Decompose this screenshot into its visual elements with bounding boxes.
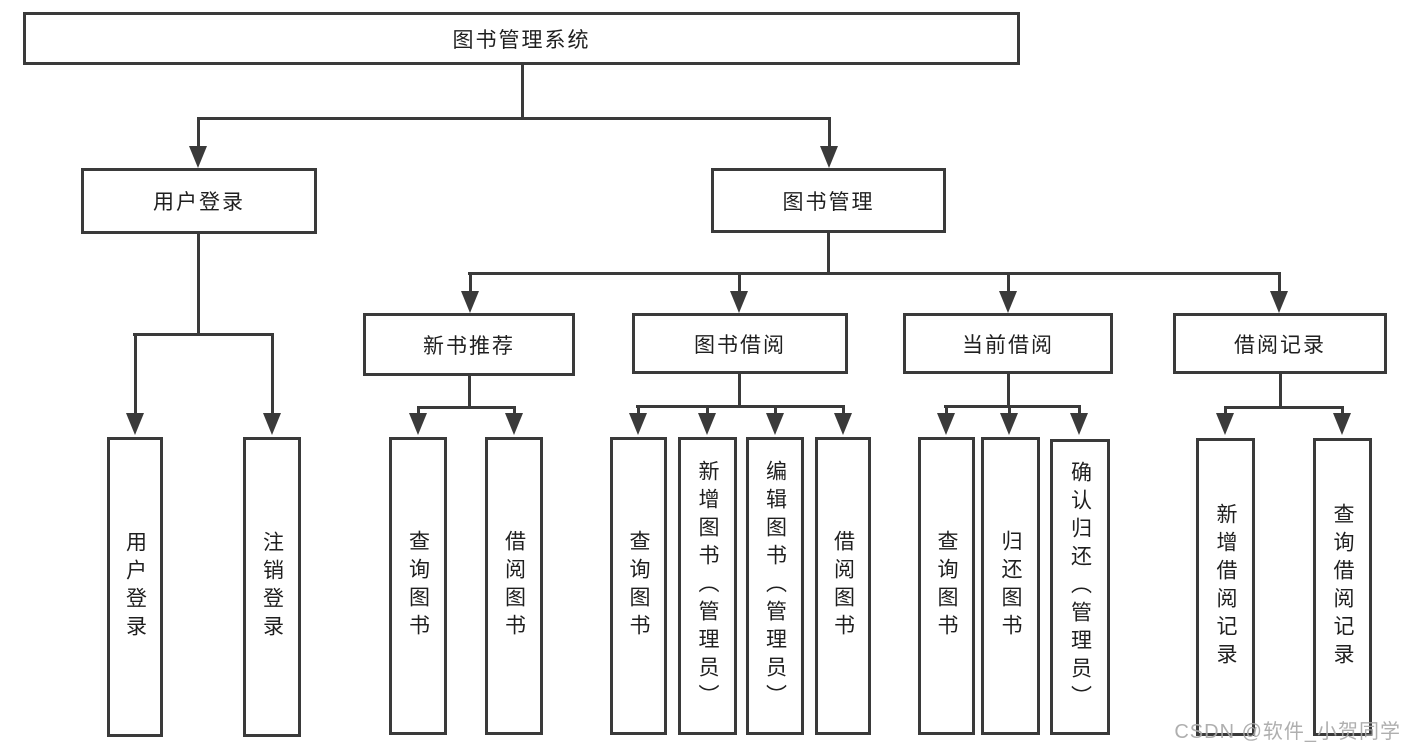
connector-line-recommendation-bus [417, 406, 516, 409]
connector-line-to-leaf-logout [271, 333, 274, 415]
node-current-borrowing-label: 当前借阅 [962, 333, 1054, 357]
connector-line-to-records [1278, 272, 1281, 293]
node-root-label: 图书管理系统 [452, 28, 591, 52]
leaf-query-books-recommend-label: 查询图书 [406, 530, 430, 642]
leaf-edit-books-admin: 编辑图书（管理员） [746, 437, 804, 735]
connector-line-to-borrowing [738, 272, 741, 293]
leaf-borrow-books-borrowing-label: 借阅图书 [831, 530, 855, 642]
connector-line-user-login-stem [197, 234, 200, 336]
leaf-query-borrow-record: 查询借阅记录 [1313, 438, 1372, 736]
connector-line-to-leaf-query-record [1341, 406, 1344, 415]
leaf-confirm-return-admin-label: 确认归还（管理员） [1068, 461, 1092, 713]
node-borrowing-records: 借阅记录 [1173, 313, 1387, 374]
connector-line-to-leaf-return-books [1008, 405, 1011, 415]
arrow-down-icon-records [1270, 291, 1288, 313]
connector-line-to-leaf-confirm-return [1078, 405, 1081, 415]
connector-line-recommendation-stem [468, 376, 471, 408]
connector-line-level2-bus [197, 117, 830, 120]
connector-line-current-bus [944, 405, 1080, 408]
arrow-down-icon-leaf-logout [263, 413, 281, 435]
node-book-borrowing-label: 图书借阅 [694, 333, 786, 357]
connector-line-to-leaf-add-record [1224, 406, 1227, 415]
arrow-down-icon-leaf-query-current [937, 413, 955, 435]
connector-line-to-leaf-query-current [945, 405, 948, 415]
connector-line-to-user-login [197, 117, 200, 148]
connector-line-to-leaf-borrow-borrowing [842, 405, 845, 415]
node-new-book-recommendation: 新书推荐 [363, 313, 575, 376]
leaf-edit-books-admin-label: 编辑图书（管理员） [763, 460, 787, 712]
node-book-management-label: 图书管理 [782, 190, 875, 214]
arrow-down-icon-book-management [820, 146, 838, 168]
arrow-down-icon-leaf-add-books [698, 413, 716, 435]
arrow-down-icon-leaf-query-record [1333, 413, 1351, 435]
leaf-user-login-label: 用户登录 [123, 531, 147, 643]
arrow-down-icon-leaf-query-borrowing [629, 413, 647, 435]
connector-line-to-leaf-add-books [706, 405, 709, 415]
leaf-borrow-books-borrowing: 借阅图书 [815, 437, 871, 735]
leaf-logout-login: 注销登录 [243, 437, 301, 737]
arrow-down-icon-borrowing [730, 291, 748, 313]
node-new-book-recommendation-label: 新书推荐 [423, 334, 515, 358]
connector-line-to-leaf-edit-books [774, 405, 777, 415]
leaf-logout-login-label: 注销登录 [260, 531, 284, 643]
connector-line-records-stem [1279, 374, 1282, 408]
arrow-down-icon-leaf-confirm-return [1070, 413, 1088, 435]
arrow-down-icon-current [999, 291, 1017, 313]
connector-line-records-bus [1224, 406, 1343, 409]
node-user-login: 用户登录 [81, 168, 317, 234]
node-book-management: 图书管理 [711, 168, 946, 233]
connector-line-to-book-management [828, 117, 831, 148]
node-root-system: 图书管理系统 [23, 12, 1020, 65]
arrow-down-icon-leaf-query-recommend [409, 413, 427, 435]
connector-line-current-stem [1007, 374, 1010, 407]
leaf-add-borrow-record: 新增借阅记录 [1196, 438, 1255, 736]
arrow-down-icon-leaf-user-login [126, 413, 144, 435]
leaf-user-login: 用户登录 [107, 437, 163, 737]
connector-line-borrowing-stem [738, 374, 741, 407]
connector-line-to-current [1007, 272, 1010, 293]
leaf-query-books-recommend: 查询图书 [389, 437, 447, 735]
leaf-add-books-admin: 新增图书（管理员） [678, 437, 737, 735]
leaf-borrow-books-recommend: 借阅图书 [485, 437, 543, 735]
leaf-return-books-label: 归还图书 [999, 530, 1022, 642]
node-user-login-label: 用户登录 [153, 191, 245, 214]
node-borrowing-records-label: 借阅记录 [1234, 333, 1326, 357]
connector-line-to-leaf-user-login [134, 333, 137, 415]
leaf-return-books: 归还图书 [981, 437, 1040, 735]
arrow-down-icon-user-login [189, 146, 207, 168]
node-book-borrowing: 图书借阅 [632, 313, 848, 374]
connector-line-book-management-stem [827, 233, 830, 274]
leaf-query-books-current-label: 查询图书 [935, 530, 958, 642]
watermark: CSDN @软件_小贺同学 [1174, 721, 1401, 743]
leaf-confirm-return-admin: 确认归还（管理员） [1050, 439, 1110, 735]
connector-line-to-leaf-query-borrowing [637, 405, 640, 415]
arrow-down-icon-leaf-borrow-borrowing [834, 413, 852, 435]
leaf-add-books-admin-label: 新增图书（管理员） [696, 460, 719, 712]
connector-line-to-recommendation [469, 272, 472, 293]
arrow-down-icon-leaf-edit-books [766, 413, 784, 435]
arrow-down-icon-recommendation [461, 291, 479, 313]
leaf-query-borrow-record-label: 查询借阅记录 [1331, 503, 1354, 671]
arrow-down-icon-leaf-add-record [1216, 413, 1234, 435]
leaf-add-borrow-record-label: 新增借阅记录 [1214, 503, 1237, 671]
node-current-borrowing: 当前借阅 [903, 313, 1113, 374]
arrow-down-icon-leaf-return-books [1000, 413, 1018, 435]
connector-line-to-leaf-borrow-recommend [513, 406, 516, 415]
connector-line-to-leaf-query-recommend [417, 406, 420, 415]
leaf-query-books-current: 查询图书 [918, 437, 975, 735]
connector-line-root-stem [521, 65, 524, 119]
connector-line-user-login-bus [133, 333, 274, 336]
connector-line-borrowing-bus [636, 405, 844, 408]
arrow-down-icon-leaf-borrow-recommend [505, 413, 523, 435]
leaf-query-books-borrowing-label: 查询图书 [627, 530, 650, 642]
connector-line-level3-bus [468, 272, 1281, 275]
leaf-borrow-books-recommend-label: 借阅图书 [502, 530, 526, 642]
leaf-query-books-borrowing: 查询图书 [610, 437, 667, 735]
